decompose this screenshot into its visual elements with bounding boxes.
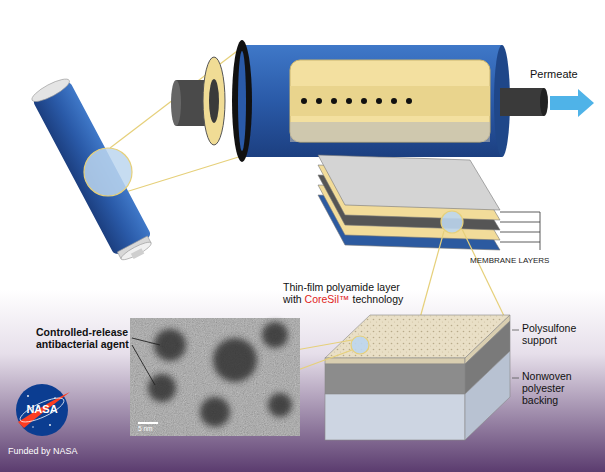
cartridge [29,75,157,266]
part-label: MEMBRANE LAYERS [470,256,590,265]
part-label: Thin-film polyamide layer with CoreSil™ … [283,281,413,305]
background-gradient [0,290,605,472]
logo-text: NASA [20,403,64,416]
leader-lines [132,338,160,385]
callout-label: Controlled-release antibacterial agent [36,326,130,350]
nasa-logo [16,384,70,436]
zoom-circle [84,148,132,196]
membrane-block [325,315,510,440]
leader-lines [420,229,505,318]
outlet-label: Permeate [530,68,600,81]
scale-label: 5 nm [138,425,178,432]
zoom-circle [351,336,369,354]
tem-micrograph [130,318,300,436]
membrane-layers [318,155,500,250]
layers-bracket [500,212,540,250]
leader-lines [512,330,519,378]
permeate-arrow [550,89,594,117]
zoom-circle [441,211,463,233]
part-label: Nonwoven polyester backing [522,370,598,406]
membrane-module [171,40,548,162]
funding-note: Funded by NASA [8,446,108,456]
part-label: Polysulfone support [522,322,598,346]
